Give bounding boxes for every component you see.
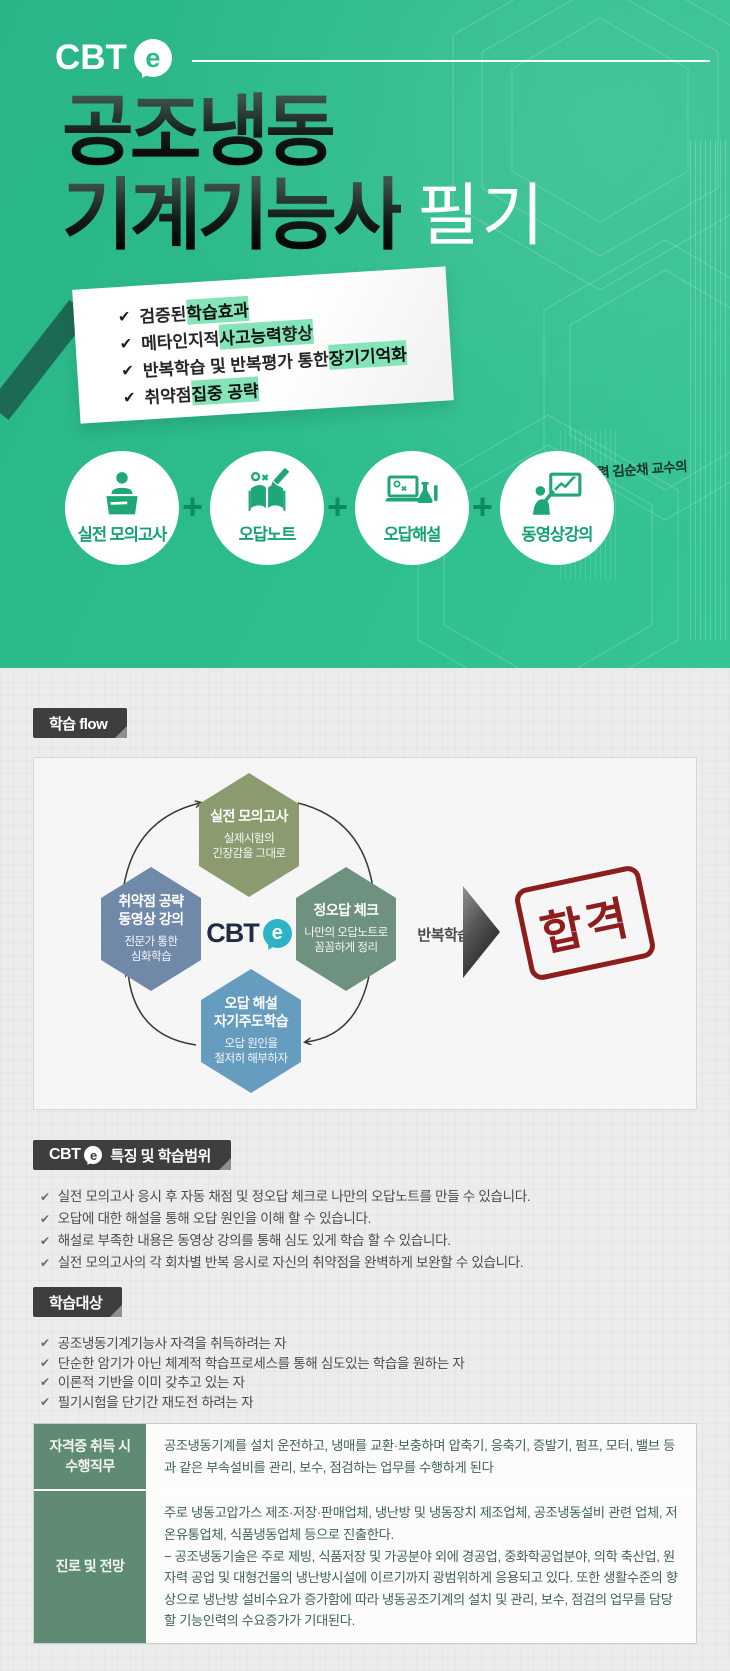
hero-section: CBT e 공조냉동 기계기능사 필기 ✔ 검증된 학습효과 ✔ 메타인지적 사… <box>0 0 730 668</box>
title-line1: 공조냉동 <box>62 87 337 175</box>
flow-section-badge: 학습 flow <box>33 708 128 738</box>
lecture-chart-icon <box>500 465 614 523</box>
cbt-e-logo: CBT e <box>55 38 172 78</box>
check-icon: ✔ <box>40 1336 50 1350</box>
screen-flask-icon <box>355 465 469 523</box>
list-item: ✔필기시험을 단기간 재도전 하려는 자 <box>40 1393 465 1413</box>
feature-circle-video-lecture: 동영상강의 <box>500 451 614 565</box>
content-section: 학습 flow 실전 모의고사 실제시험의 긴장감을 그대로 <box>0 668 730 1671</box>
repeat-learning-label: 반복학습 <box>417 927 471 944</box>
list-item: ✔이론적 기반을 이미 갖추고 있는 자 <box>40 1373 465 1393</box>
logo-speech-bubble-icon: e <box>84 1146 103 1164</box>
list-item: ✔해설로 부족한 내용은 동영상 강의를 통해 심도 있게 학습 할 수 있습니… <box>40 1230 530 1252</box>
title-suffix: 필기 <box>416 178 546 254</box>
table-header-duties: 자격증 취득 시 수행직무 <box>34 1424 146 1490</box>
feature-label: 동영상강의 <box>521 526 594 544</box>
check-icon: ✔ <box>40 1375 50 1389</box>
feature-label: 오답해설 <box>383 526 442 544</box>
feature-circle-wrong-answer-explain: 오답해설 <box>355 451 469 565</box>
table-cell-career: 주로 냉동고압가스 제조·저장·판매업체, 냉난방 및 냉동장치 제조업체, 공… <box>148 1491 696 1644</box>
feature-circle-wrong-note: 오답노트 <box>210 451 324 565</box>
logo-speech-bubble-icon: e <box>262 919 292 948</box>
feature-label: 실전 모의고사 <box>77 526 168 544</box>
check-icon: ✔ <box>122 388 137 407</box>
audience-list: ✔공조냉동기계기능사 자격을 취득하려는 자 ✔단순한 암기가 아닌 체계적 학… <box>40 1334 465 1412</box>
flow-node-answer-check: 정오답 체크 나만의 오답노트로 꼼꼼하게 정리 <box>296 867 396 991</box>
check-icon: ✔ <box>117 307 132 326</box>
pass-stamp: 합격 <box>512 863 658 983</box>
logo-text: CBT <box>55 38 127 77</box>
title-line2: 기계기능사 <box>62 171 405 259</box>
check-icon: ✔ <box>120 361 135 380</box>
podium-speaker-icon <box>65 465 179 523</box>
check-icon: ✔ <box>40 1394 50 1409</box>
logo-e: e <box>145 42 161 73</box>
check-icon: ✔ <box>40 1355 50 1370</box>
flow-node-video-lecture: 취약점 공략 동영상 강의 전문가 통한 심화학습 <box>101 867 201 991</box>
stripe-decor <box>690 140 730 640</box>
features-list: ✔실전 모의고사 응시 후 자동 채점 및 정오답 체크로 나만의 오답노트를 … <box>40 1186 531 1274</box>
audience-section-badge: 학습대상 <box>33 1287 123 1317</box>
check-icon: ✔ <box>40 1256 50 1270</box>
list-item: ✔실전 모의고사 응시 후 자동 채점 및 정오답 체크로 나만의 오답노트를 … <box>40 1186 531 1208</box>
cbt-e-logo-center: CBT e <box>197 918 301 949</box>
flow-node-self-study: 오답 해설 자기주도학습 오답 원인을 철저히 해부하자 <box>201 969 301 1093</box>
plus-icon: + <box>182 486 204 527</box>
list-item: ✔오답에 대한 해설을 통해 오답 원인을 이해 할 수 있습니다. <box>40 1208 530 1230</box>
list-item: ✔단순한 암기가 아닌 체계적 학습프로세스를 통해 심도있는 학습을 원하는 … <box>40 1354 465 1374</box>
plus-icon: + <box>327 486 349 527</box>
check-icon: ✔ <box>40 1234 50 1248</box>
arrow-right-icon <box>463 886 500 978</box>
logo-speech-bubble-icon: e <box>133 39 172 77</box>
divider-line <box>192 60 710 62</box>
benefits-card: ✔ 검증된 학습효과 ✔ 메타인지적 사고능력 향상 ✔ 반복학습 및 반복평가… <box>72 266 454 424</box>
feature-circle-mock-exam: 실전 모의고사 <box>65 451 179 565</box>
flow-node-mock-exam: 실전 모의고사 실제시험의 긴장감을 그대로 <box>199 773 299 897</box>
check-icon: ✔ <box>40 1212 50 1226</box>
table-header-career: 진로 및 전망 <box>34 1491 146 1644</box>
learning-flow-diagram: 실전 모의고사 실제시험의 긴장감을 그대로 정오답 체크 나만의 오답노트로 … <box>33 757 697 1110</box>
feature-label: 오답노트 <box>238 526 297 544</box>
check-icon: ✔ <box>40 1190 50 1204</box>
course-title: 공조냉동 기계기능사 필기 <box>62 92 546 254</box>
note-pencil-icon <box>210 465 324 523</box>
plus-icon: + <box>472 486 494 527</box>
check-icon: ✔ <box>119 334 133 353</box>
career-info-table: 자격증 취득 시 수행직무 공조냉동기계를 설치 운전하고, 냉매를 교환·보충… <box>33 1423 697 1645</box>
table-cell-duties: 공조냉동기계를 설치 운전하고, 냉매를 교환·보충하며 압축기, 응축기, 증… <box>148 1424 696 1490</box>
list-item: ✔공조냉동기계기능사 자격을 취득하려는 자 <box>40 1334 465 1354</box>
list-item: ✔실전 모의고사의 각 회차별 반복 응시로 자신의 취약점을 완벽하게 보완할… <box>40 1252 530 1274</box>
features-section-badge: CBT e 특징 및 학습범위 <box>33 1140 231 1170</box>
